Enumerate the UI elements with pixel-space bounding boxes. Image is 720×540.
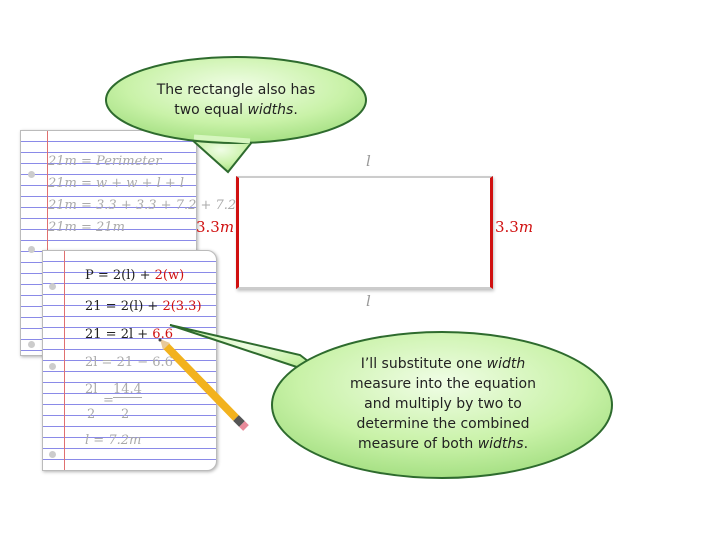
rectangle-figure [236, 176, 493, 289]
length-label-bottom: l [366, 292, 371, 310]
pencil-icon [158, 338, 249, 431]
hole [28, 171, 35, 178]
width-label-left: 3.3m [196, 218, 235, 236]
length-label-top: l [366, 152, 371, 170]
front-eq-1: P = 2(l) + 2(w) [85, 268, 185, 283]
top-callout-text: The rectangle also has two equal widths. [156, 82, 316, 118]
top-callout-bubble [105, 56, 367, 174]
front-eq-6: l = 7.2m [85, 433, 142, 448]
hole [28, 341, 35, 348]
front-eq-5-den-l: 2 [87, 407, 96, 422]
front-eq-5-num-l: 2l [85, 382, 98, 397]
bottom-callout-text: I’ll substitute one width measure into t… [350, 356, 536, 452]
back-eq-3: 21m = 3.3 + 3.3 + 7.2 + 7.2 [48, 198, 237, 213]
back-eq-4: 21m = 21m [48, 220, 125, 235]
hole [49, 283, 56, 290]
hole [49, 451, 56, 458]
front-eq-5-den-r: 2 [121, 407, 130, 422]
hole [28, 246, 35, 253]
back-eq-1: 21m = Perimeter [48, 154, 162, 169]
front-notepad: P = 2(l) + 2(w) 21 = 2(l) + 2(3.3) 21 = … [42, 250, 217, 471]
bottom-callout-bubble [169, 324, 613, 479]
back-notepad: 21m = Perimeter 21m = w + w + l + l 21m … [20, 130, 236, 356]
width-label-right: 3.3m [495, 218, 534, 236]
front-eq-5-eq: = [103, 393, 114, 408]
back-eq-2: 21m = w + w + l + l [48, 176, 185, 191]
front-eq-2: 21 = 2(l) + 2(3.3) [85, 299, 202, 314]
front-eq-5-num-r: 14.4 [113, 382, 142, 398]
front-eq-3: 21 = 2l + 6.6 [85, 327, 173, 342]
hole [49, 363, 56, 370]
front-eq-4: 2l = 21 − 6.6 [85, 355, 173, 370]
